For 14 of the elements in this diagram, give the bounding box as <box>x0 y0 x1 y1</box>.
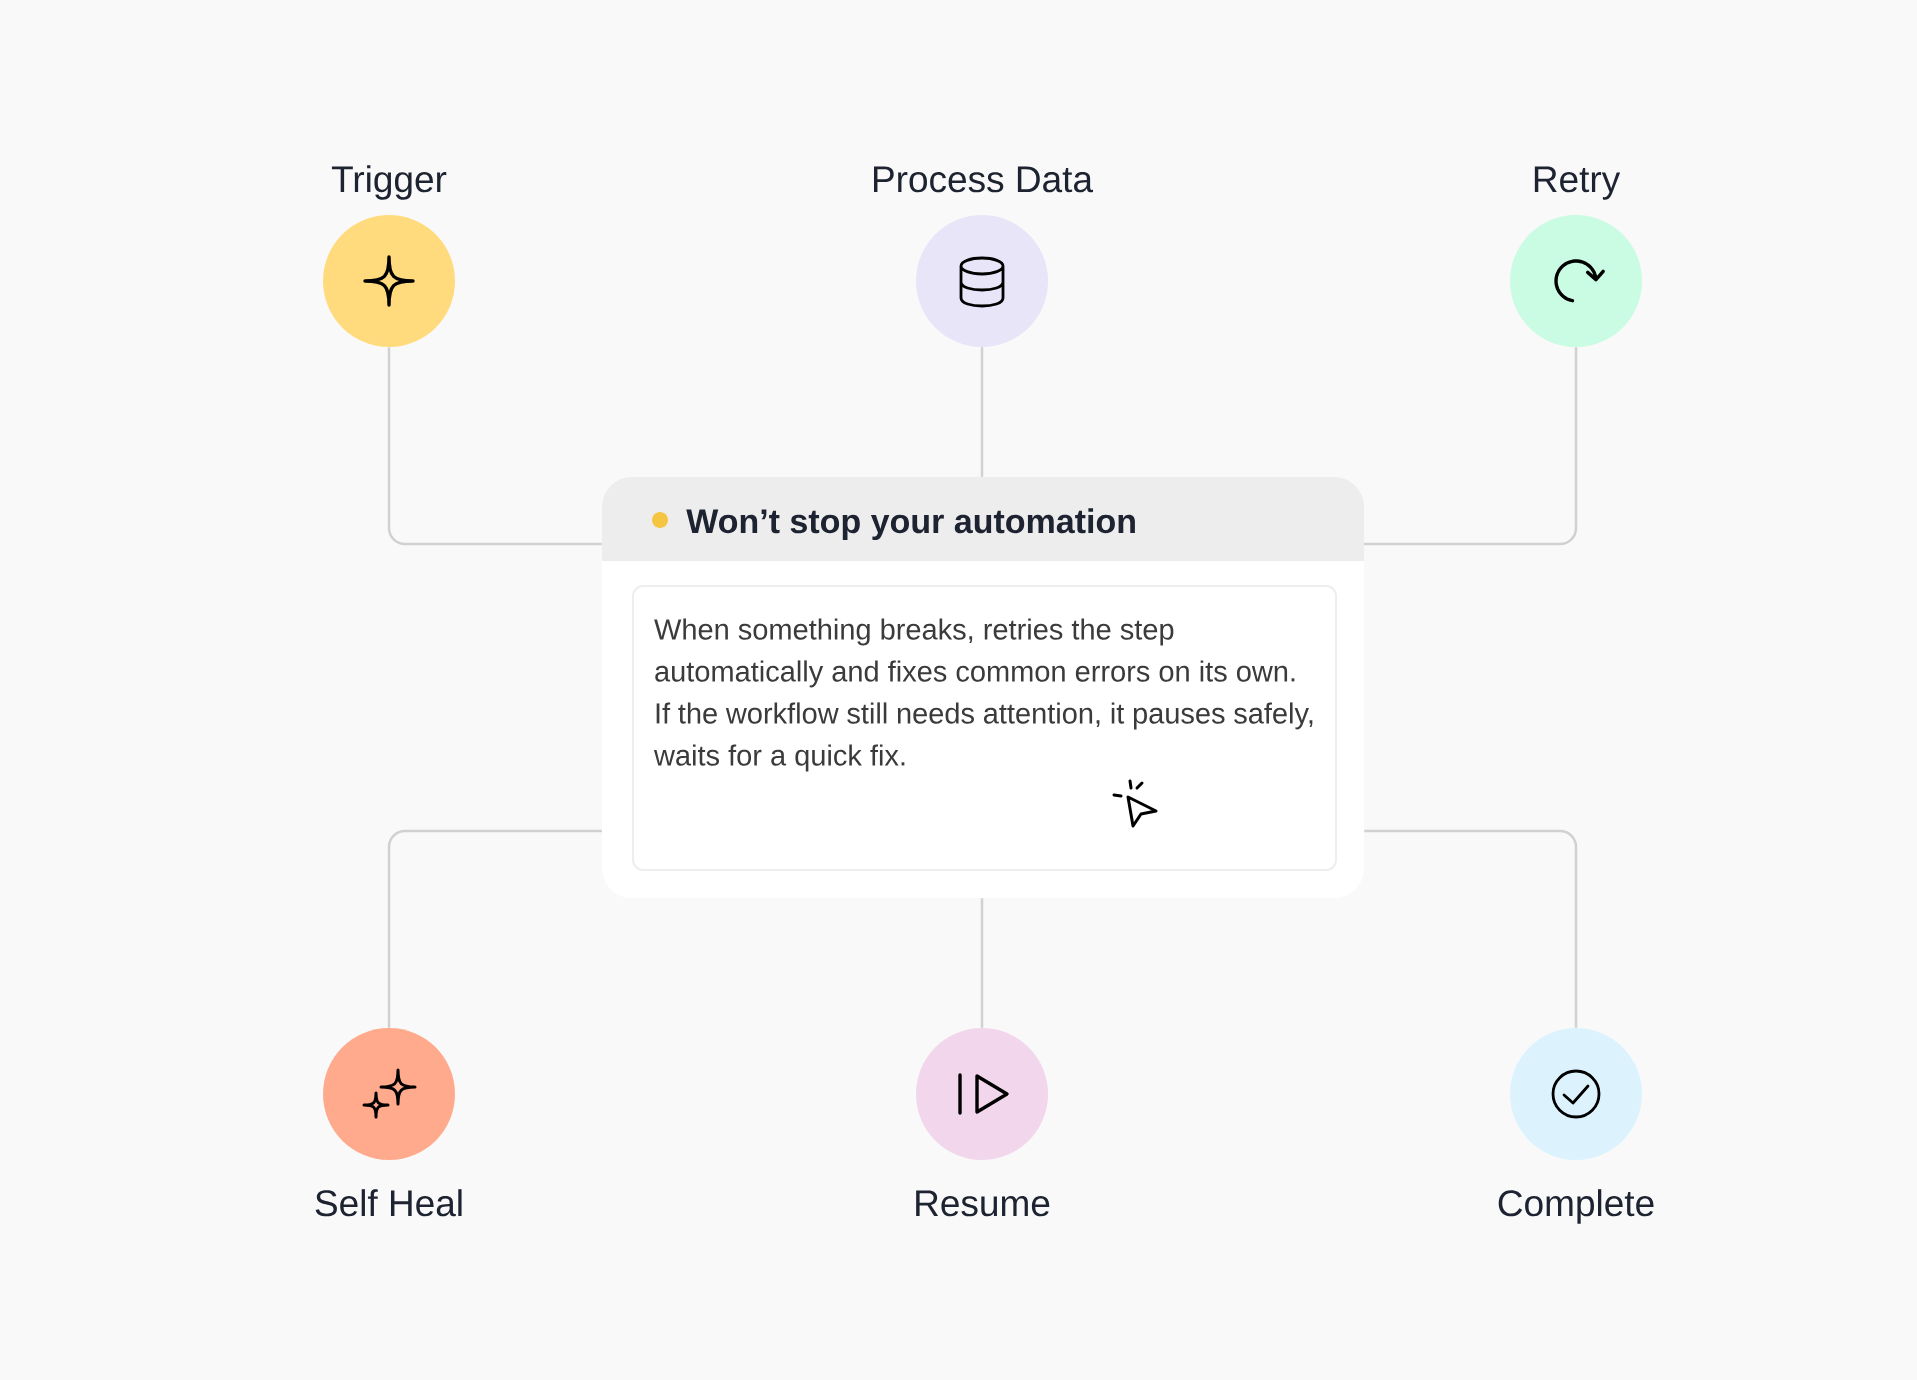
connector-line <box>980 347 984 477</box>
card-header: Won’t stop your automation <box>602 477 1364 561</box>
step-label: Trigger <box>331 165 447 200</box>
connector-line <box>1364 829 1578 1028</box>
step-label: Retry <box>1534 166 1621 200</box>
step-label: Complete <box>1498 1189 1654 1224</box>
step-label: Resume <box>916 1190 1050 1217</box>
connector-line <box>1364 347 1578 546</box>
text-box: When something breaks, retries the step automatically and fixes common errors on its own. If the workflow still needs attention, it pauses safely, waits for a quick fix. <box>632 585 1337 871</box>
step-label: Process Data <box>874 166 1093 193</box>
step-label: Self Heal <box>315 1189 462 1217</box>
connector-line <box>980 898 984 1028</box>
connector-line <box>387 829 602 1028</box>
connector-line <box>387 347 602 546</box>
